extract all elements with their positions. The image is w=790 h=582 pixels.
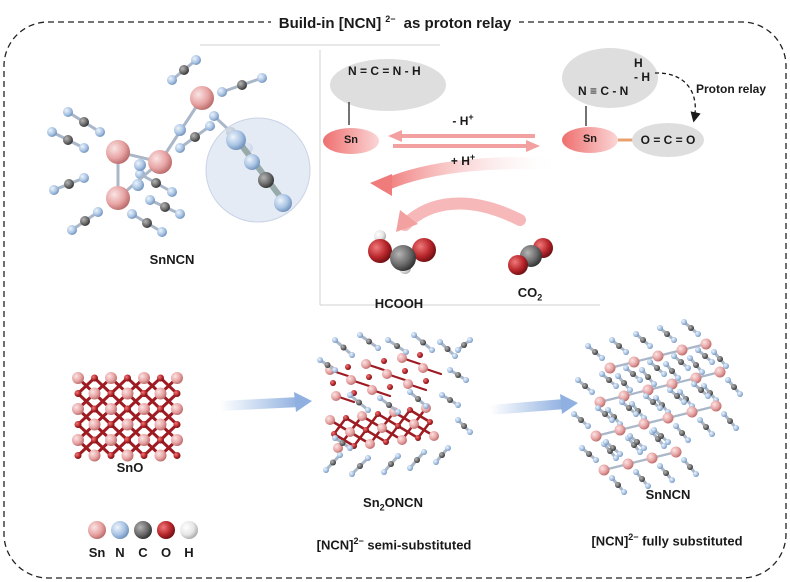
figure-title: Build-in [NCN]2− as proton relay (0, 14, 790, 32)
backward-label: + H+ (450, 152, 476, 168)
fully-substituted-caption: [NCN]2− fully substituted (591, 532, 743, 549)
scheme-left-complex (323, 59, 446, 154)
zoom-lines (200, 44, 600, 306)
hcooh-molecule (368, 230, 436, 274)
curved-reaction-arrows (370, 157, 566, 232)
legend-c-sphere (134, 521, 152, 539)
sn-pill-left (323, 128, 379, 154)
ncnh-bubble-right (562, 48, 658, 108)
hcooh-label: HCOOH (374, 296, 424, 311)
legend-n-sphere (111, 521, 129, 539)
element-legend (88, 521, 198, 539)
sn2oncn-structure (317, 332, 473, 477)
sno-structure (72, 372, 183, 462)
sno-label: SnO (116, 460, 144, 475)
legend-h-sphere (180, 521, 198, 539)
legend-sn-sphere (88, 521, 106, 539)
legend-sn-label: Sn (88, 545, 106, 560)
sn2oncn-label: Sn2ONCN (363, 495, 423, 513)
legend-c-label: C (138, 545, 148, 560)
proton-relay-arrow (654, 72, 701, 123)
right-ncn-text: N ≡ C - N (578, 84, 629, 98)
co2-molecule (508, 238, 553, 275)
scheme-right-complex (562, 48, 704, 157)
blue-arrows (219, 392, 578, 415)
left-sn-text: Sn (343, 134, 359, 146)
bound-co2-text: O = C = O (640, 133, 696, 147)
zoom-circle-ncn (226, 130, 292, 212)
co2-bubble-right (632, 123, 704, 157)
snncn-inset-structure (47, 55, 267, 237)
snncn-bottom-label: SnNCN (645, 487, 691, 502)
legend-n-label: N (115, 545, 125, 560)
right-h-side-text: - H (634, 70, 650, 84)
legend-o-label: O (160, 545, 172, 560)
snncn-structure (571, 319, 743, 495)
right-sn-text: Sn (582, 133, 598, 145)
equilibrium-arrows (388, 130, 540, 152)
sn-pill-right (562, 127, 618, 153)
right-h-top-text: H (634, 56, 643, 70)
inset-label: SnNCN (149, 252, 195, 267)
semi-substituted-caption: [NCN]2− semi-substituted (316, 536, 472, 553)
legend-h-label: H (184, 545, 194, 560)
forward-label: - H+ (452, 112, 474, 128)
proton-relay-label: Proton relay (696, 82, 767, 96)
legend-o-sphere (157, 521, 175, 539)
co2-label: CO2 (517, 285, 543, 303)
left-ncnh-text: N = C = N - H (348, 64, 421, 78)
ncnh-bubble-left (330, 59, 446, 111)
